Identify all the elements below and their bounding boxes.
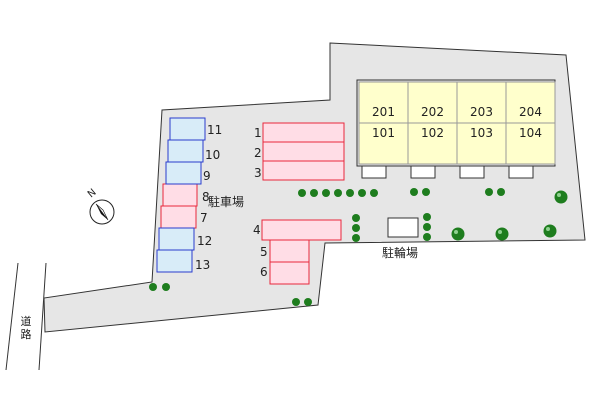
shrub-icon [352, 234, 360, 242]
bicycle-parking-label: 駐輪場 [382, 245, 418, 260]
parking-slot-3 [262, 160, 345, 181]
parking-slot-number: 7 [200, 211, 208, 225]
compass-arrow-tail [95, 203, 109, 221]
parking-slot-number: 2 [254, 146, 262, 160]
parking-slot-number: 10 [205, 148, 220, 162]
bicycle-parking: 駐輪場 [382, 217, 419, 260]
unit-number-lower: 101 [372, 126, 395, 140]
road-edge-right [38, 262, 47, 371]
compass-label: N [86, 187, 99, 200]
parking-slot-number: 4 [253, 223, 261, 237]
unit-cell [505, 122, 556, 165]
balcony-stub [361, 165, 387, 179]
shrub-icon [304, 298, 312, 306]
balcony-stub [459, 165, 485, 179]
tree-icon [495, 227, 509, 241]
shrub-icon [292, 298, 300, 306]
parking-slot-number: 6 [260, 265, 268, 279]
shrub-icon [149, 283, 157, 291]
shrub-icon [346, 189, 354, 197]
shrub-icon [423, 233, 431, 241]
shrub-icon [322, 189, 330, 197]
compass: N [86, 187, 115, 225]
shrub-icon [358, 189, 366, 197]
shrub-icon [410, 188, 418, 196]
unit-number-lower: 104 [519, 126, 542, 140]
shrub-icon [162, 283, 170, 291]
parking-slot-number: 1 [254, 126, 262, 140]
parking-slot-7 [160, 205, 197, 229]
unit-number-lower: 103 [470, 126, 493, 140]
unit-number-upper: 201 [372, 105, 395, 119]
shrub-icon [310, 189, 318, 197]
shrub-icon [298, 189, 306, 197]
shrub-icon [485, 188, 493, 196]
unit-number-upper: 204 [519, 105, 542, 119]
unit-cell [407, 122, 458, 165]
tree-icon [543, 224, 557, 238]
parking-area [156, 117, 345, 285]
tree-icon [554, 190, 568, 204]
trees [149, 188, 568, 306]
unit-number-upper: 202 [421, 105, 444, 119]
shrub-icon [352, 214, 360, 222]
parking-slot-number: 8 [202, 190, 210, 204]
apartment-building: 201 101 202 102 203 103 204 104 [356, 79, 556, 179]
parking-slot-10 [167, 139, 204, 163]
unit-number-upper: 203 [470, 105, 493, 119]
parking-slot-1 [262, 122, 345, 143]
parking-slot-number: 13 [195, 258, 210, 272]
unit-number-lower: 102 [421, 126, 444, 140]
parking-slot-4 [261, 219, 342, 241]
parking-slot-6 [269, 261, 310, 285]
parking-slot-12 [158, 227, 195, 251]
parking-slot-number: 9 [203, 169, 211, 183]
shrub-icon [370, 189, 378, 197]
road-edge-left [5, 262, 19, 371]
shrub-icon [334, 189, 342, 197]
bicycle-parking-shed [387, 217, 419, 238]
parking-slot-number: 5 [260, 245, 268, 259]
parking-label: 駐車場 [208, 194, 244, 209]
road: 道 路 [5, 262, 47, 371]
parking-slot-8 [162, 183, 198, 207]
parking-slot-number: 11 [207, 123, 222, 137]
shrub-icon [423, 213, 431, 221]
shrub-icon [423, 223, 431, 231]
unit-cell [456, 122, 507, 165]
unit-cell [505, 81, 556, 124]
balcony-stub [410, 165, 436, 179]
balcony-stub [508, 165, 534, 179]
tree-highlight [498, 230, 502, 234]
tree-icon [451, 227, 465, 241]
shrub-icon [422, 188, 430, 196]
road-label-char-2: 路 [21, 328, 32, 341]
road-label-char-1: 道 [21, 314, 32, 328]
parking-slot-number: 3 [254, 166, 262, 180]
unit-cell [358, 81, 409, 124]
tree-highlight [546, 227, 550, 231]
parking-slot-9 [165, 161, 202, 185]
shrub-icon [497, 188, 505, 196]
parking-slot-13 [156, 249, 193, 273]
parking-slot-11 [169, 117, 206, 141]
shrub-icon [352, 224, 360, 232]
tree-highlight [557, 193, 561, 197]
parking-slot-number: 12 [197, 234, 212, 248]
tree-highlight [454, 230, 458, 234]
parking-slot-5 [269, 239, 310, 263]
parking-slot-2 [262, 141, 345, 162]
